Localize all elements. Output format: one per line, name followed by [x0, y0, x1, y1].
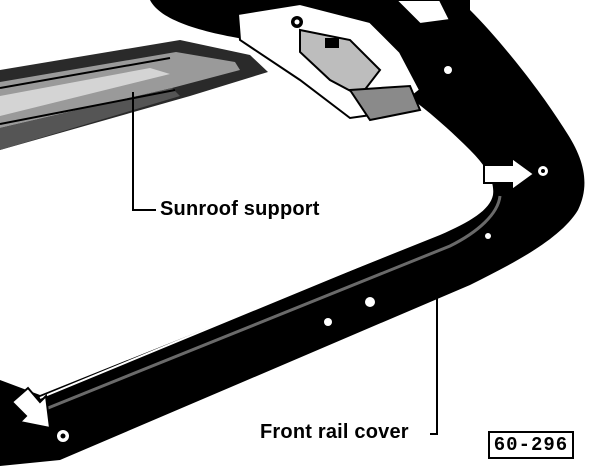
- slide-mechanism: [236, 0, 452, 122]
- screw-hole: [541, 169, 545, 173]
- screw-hole: [60, 433, 66, 439]
- front-rail-cover-label: Front rail cover: [260, 421, 409, 443]
- screw-hole: [324, 318, 332, 326]
- screw-hole: [365, 297, 375, 307]
- screw-hole: [444, 66, 452, 74]
- figure-code: 60-296: [488, 431, 574, 459]
- sunroof-support-label: Sunroof support: [160, 198, 320, 220]
- sunroof-frame: [0, 0, 585, 466]
- arrow-right-icon: [483, 156, 536, 192]
- screw-holes: [57, 66, 548, 442]
- arrow-down-right-icon: [10, 386, 52, 430]
- leader-lines: [132, 92, 438, 435]
